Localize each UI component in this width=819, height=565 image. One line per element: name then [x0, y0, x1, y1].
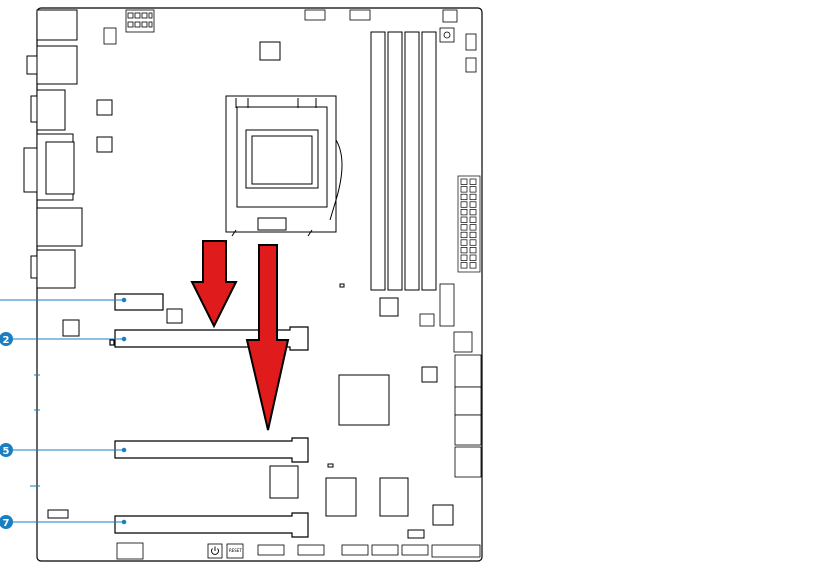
atx-pin: [469, 247, 477, 254]
atx-pin: [469, 178, 477, 185]
cpu-socket: [225, 95, 343, 237]
atx-pin: [469, 231, 477, 239]
cpu-power-connector: [125, 9, 155, 33]
pcie-x16-slot-3: [114, 512, 309, 538]
atx-pin: [469, 224, 477, 231]
atx-pin: [469, 201, 477, 208]
atx-pin: [469, 216, 477, 223]
atx-pin: [460, 186, 468, 193]
down-arrow-icon: [245, 244, 290, 431]
power-button: [207, 543, 223, 559]
atx-pin: [469, 193, 477, 201]
pcie-x1-slot: [114, 293, 164, 311]
atx-pin: [460, 201, 468, 208]
bottom-headers: [116, 542, 481, 560]
reset-button: RESET: [226, 543, 244, 559]
atx-pin: [469, 239, 477, 246]
callout-lines: [0, 297, 127, 525]
atx-pin: [469, 262, 477, 269]
atx-pin: [460, 193, 468, 201]
pcie-x16-slot-2: [114, 437, 309, 463]
atx-pin: [460, 262, 468, 269]
callout-badge-2: 2: [0, 332, 13, 346]
reset-label: RESET: [229, 548, 242, 553]
atx-pin: [460, 247, 468, 254]
fan-header-top: [103, 9, 477, 73]
atx-power-connector: [457, 175, 481, 273]
callout-number-7: 7: [3, 518, 10, 529]
atx-pin: [469, 186, 477, 193]
atx-pin: [460, 209, 468, 216]
down-arrow-icon: [190, 240, 238, 329]
atx-pin: [460, 231, 468, 239]
atx-pin: [469, 254, 477, 261]
atx-pin: [460, 178, 468, 185]
callout-number-5: 5: [3, 446, 10, 457]
atx-pin: [460, 239, 468, 246]
power-icon: [211, 546, 219, 555]
atx-pin: [469, 209, 477, 216]
callout-badge-7: 7: [0, 515, 13, 529]
rear-io-ports: [23, 9, 83, 289]
chipset: [338, 374, 390, 426]
io-chips: [47, 465, 454, 539]
callout-number-2: 2: [3, 335, 10, 346]
atx-pin: [460, 254, 468, 261]
callout-badge-5: 5: [0, 443, 13, 457]
atx-pin: [460, 216, 468, 223]
right-headers: [419, 283, 482, 478]
small-chips: [62, 41, 438, 468]
memory-slots: [370, 31, 437, 291]
atx-pin: [460, 224, 468, 231]
